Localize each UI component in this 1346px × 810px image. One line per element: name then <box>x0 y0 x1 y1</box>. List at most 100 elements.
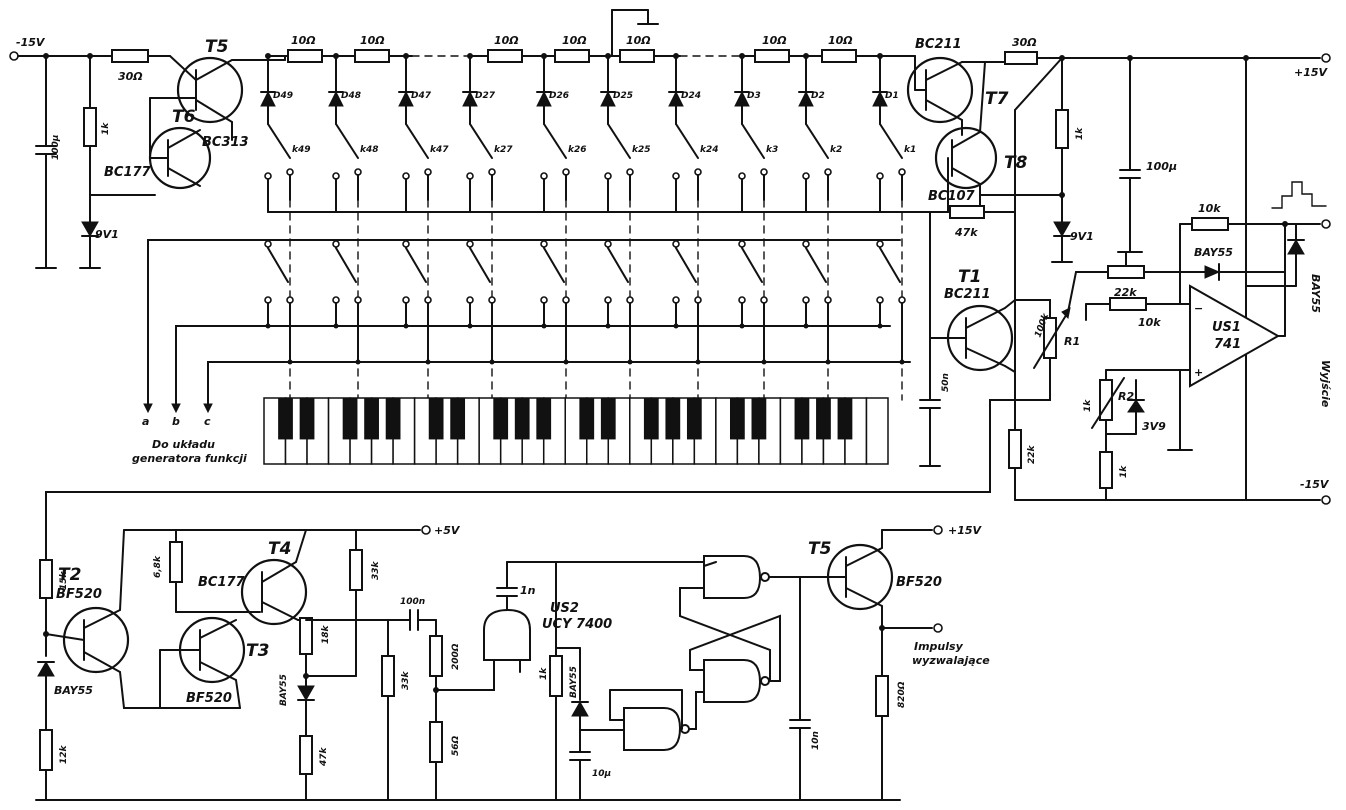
black-key <box>514 397 530 440</box>
t3-type: BF520 <box>186 691 232 706</box>
diode-label: D26 <box>549 91 569 101</box>
transistor-t3: T3 BF520 <box>159 616 269 709</box>
r-22k-right-label: 22k <box>1027 444 1037 464</box>
r-15k-label: 15k <box>59 570 69 590</box>
z-9v1-right-label: 9V1 <box>1070 230 1094 243</box>
r-1k-us2-label: 1k <box>539 667 549 680</box>
t7-name: T7 <box>985 89 1009 109</box>
resistor-top-1 <box>354 49 390 63</box>
t5-top-type: BC313 <box>202 135 249 150</box>
us1-name: US1 <box>1212 320 1241 335</box>
r-56-label: 56Ω <box>451 735 461 756</box>
supply-left: -15V 30Ω 100μ 1k 9V1 <box>9 36 171 269</box>
r-1k-left-label: 1k <box>101 122 111 135</box>
r-47k-label: 47k <box>954 226 978 239</box>
diode-label: D3 <box>747 91 761 101</box>
r-1k-bottom-label: 1k <box>1119 465 1129 478</box>
pos15-lower-label: +15V <box>948 524 983 537</box>
top-resistor-chain: 10Ω 10Ω 10Ω 10Ω 10Ω 10Ω 10Ω <box>269 9 916 63</box>
r-33k-b <box>381 655 395 697</box>
bus-b-label: b <box>172 415 180 428</box>
r-top-label-1: 10Ω <box>360 34 385 47</box>
nand-gate-1 <box>703 555 770 599</box>
pulse-label-1: Impulsy <box>914 640 964 653</box>
key-label: k1 <box>904 145 916 155</box>
r-22k-top-label: 22k <box>1114 286 1137 299</box>
r-1k-us2 <box>549 655 563 697</box>
neg15-terminal <box>9 51 19 61</box>
r-18k <box>299 617 313 655</box>
diode-label: D2 <box>811 91 825 101</box>
transistor-t6: T6 BC177 <box>104 97 212 190</box>
r-10k-in-label: 10k <box>1138 316 1161 329</box>
black-key <box>600 397 616 440</box>
r-22k-right <box>1008 429 1022 469</box>
r-top-label-6: 10Ω <box>828 34 853 47</box>
black-key <box>428 397 444 440</box>
z-3v9-label: 3V9 <box>1142 420 1166 433</box>
r-47k <box>949 205 985 219</box>
bay55-out-label: BAY55 <box>1309 274 1322 313</box>
diode-label: D48 <box>341 91 361 101</box>
gate-input <box>483 608 531 673</box>
t6-type: BC177 <box>104 165 152 180</box>
r2-label: R2 <box>1118 390 1134 403</box>
black-key <box>299 397 315 440</box>
key-label: k48 <box>360 145 379 155</box>
black-key <box>816 397 831 440</box>
t7-type: BC211 <box>915 37 962 52</box>
key-label: k3 <box>766 145 778 155</box>
r-top-label-4: 10Ω <box>626 34 651 47</box>
r-1k-left <box>83 107 97 147</box>
t2-type: BF520 <box>56 587 102 602</box>
key-column: D48 k48 <box>328 53 379 401</box>
r-33k-label: 33k <box>371 560 381 580</box>
white-key <box>865 397 889 465</box>
r-1k-right-label: 1k <box>1075 127 1085 140</box>
pot-1k-label: 1k <box>1083 399 1093 412</box>
key-label: k49 <box>292 145 311 155</box>
pos15-lower-terminal <box>933 525 943 535</box>
pos5-terminal <box>421 525 431 535</box>
black-key <box>493 397 509 440</box>
key-label: k25 <box>632 145 651 155</box>
t3-name: T3 <box>246 641 269 661</box>
r-820 <box>875 675 889 717</box>
us1-plus-sign: + <box>1194 366 1203 379</box>
resistor-top-4 <box>619 49 655 63</box>
black-key <box>579 397 595 440</box>
c-1n-label: 1n <box>520 584 536 597</box>
r-47k-b-label: 47k <box>319 746 329 767</box>
black-key <box>837 397 853 440</box>
black-key <box>342 397 358 440</box>
c-10n-label: 10n <box>811 731 821 750</box>
output-label: Wyjście <box>1319 360 1332 408</box>
black-key <box>450 397 466 440</box>
r-30-right-label: 30Ω <box>1012 36 1037 49</box>
resistor-top-3 <box>554 49 590 63</box>
black-key <box>643 397 659 440</box>
black-key <box>536 397 552 440</box>
t1-name: T1 <box>958 267 981 287</box>
black-key <box>794 397 810 440</box>
r-33k-b-label: 33k <box>401 670 411 690</box>
black-key <box>751 397 767 440</box>
resistor-top-0 <box>287 49 323 63</box>
r-1k-right <box>1055 109 1069 149</box>
diode-label: D1 <box>885 91 899 101</box>
r-22k-top <box>1107 265 1145 279</box>
c-100u-right-label: 100μ <box>1146 160 1177 173</box>
pos15-label: +15V <box>1294 66 1329 79</box>
piano-keyboard <box>263 397 889 465</box>
c-100u-left-label: 100μ <box>51 134 61 160</box>
key-column: D3 k3 <box>734 53 778 401</box>
transistor-t5-bottom: T5 BF520 <box>808 529 942 629</box>
t5-bottom-name: T5 <box>808 539 831 559</box>
t5-top-name: T5 <box>205 37 228 57</box>
output-terminal <box>1321 219 1331 229</box>
